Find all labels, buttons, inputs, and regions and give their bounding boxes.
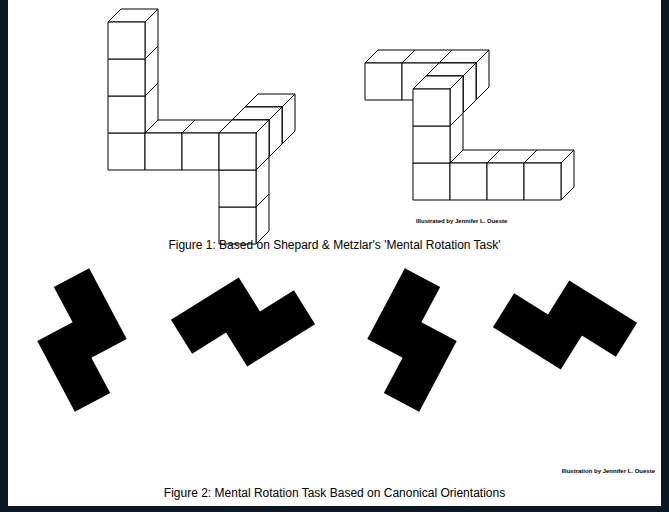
cube-face [232,107,282,120]
cube-face [245,94,295,107]
polygon-figures [19,256,638,411]
cube-face [219,133,256,170]
cube-face [108,96,145,133]
cube-face [413,126,450,163]
figure-caption: Figure 2: Mental Rotation Task Based on … [8,483,661,501]
rotation-shape [493,259,637,390]
cube-face [450,163,487,200]
cube-face [413,163,450,200]
cube-face [524,150,574,163]
cube-face [426,63,476,76]
credit-text: Illustration by Jennifer L. Oueste [562,468,655,474]
credit-line: Illustrated by Jennifer L. Oueste [416,209,507,227]
cube-face [219,170,256,207]
credit-line: Illustration by Jennifer L. Oueste [562,459,655,477]
cube-figures [108,9,574,244]
cube-face [413,76,463,89]
cube-face [182,133,219,170]
cube-face [487,163,524,200]
figure-caption: Figure 1: Based on Shepard & Metzlar's '… [8,235,661,253]
credit-text: Illustrated by Jennifer L. Oueste [416,218,507,224]
caption-text: Figure 1: Based on Shepard & Metzlar's '… [168,238,500,252]
cube-face [145,133,182,170]
cube-face [108,59,145,96]
cube-face [108,9,158,22]
cube-face [524,163,561,200]
cube-face [365,63,402,100]
caption-text: Figure 2: Mental Rotation Task Based on … [164,486,505,500]
white-panel [8,0,661,506]
cube-face [439,50,489,63]
rotation-shape [19,268,146,412]
cube-face [108,22,145,59]
cube-face [219,120,269,133]
rotation-shape [349,268,476,412]
cube-face [108,133,145,170]
cube-face [413,89,450,126]
rotation-shape [171,256,315,387]
